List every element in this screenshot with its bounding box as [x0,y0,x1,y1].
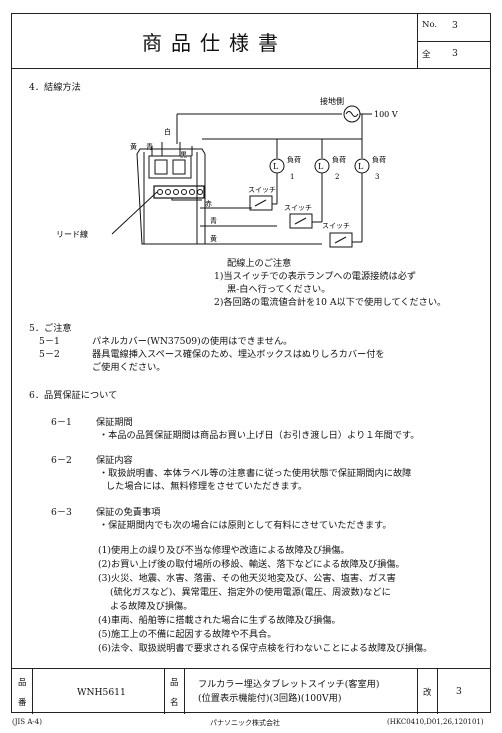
wire-red-label: 赤 [205,200,212,208]
switch2-icon [289,213,313,229]
load2-num: 2 [335,173,339,181]
item-6-1-title: 保証期間 [96,417,133,428]
exemption-3-cont-1: (硫化ガスなど)、異常電圧、指定外の使用電源(電圧、周波数)などに [110,587,391,598]
header-bottom-line [12,68,490,69]
wire-yellow2-label: 黄 [210,234,217,243]
hinmei-label-2: 名 [170,698,179,708]
switch3-icon [329,232,353,248]
wire-blue2-label: 青 [210,216,217,225]
total-value: 3 [452,48,458,59]
product-number: WNH5611 [77,687,126,698]
wiring-note-2: 2)各回路の電流値合計を10 A以下で使用してください。 [214,297,447,308]
lamp-symbol-3: L [358,162,364,171]
item-6-3-body: ・保証期間内でも次の場合には原則として有料にさせていただきます。 [99,520,392,531]
load3-num: 3 [375,173,379,181]
wire-yellow-label: 黄 [130,142,137,151]
item-6-2-body-1: ・取扱説明書、本体ラベル等の注意書に従った使用状態で保証期間内に故障 [99,468,412,479]
bottom-table-top-line [12,668,490,669]
load3-label: 負荷 [372,155,386,164]
switch2-label: スイッチ [284,204,312,212]
load1-label: 負荷 [287,155,301,164]
switch1-label: スイッチ [248,186,276,194]
section6-heading: 6．品質保証について [29,390,118,401]
wiring-note-1: 1)当スイッチでの表示ランプへの電源接続は必ず [214,271,417,282]
bottom-divider-3 [184,668,185,714]
hinban-label-2: 番 [18,698,27,708]
wiring-notes-title: 配線上のご注意 [227,258,292,269]
hinban-label-1: 品 [18,678,27,688]
item-6-2-body-2: した場合には、無料修理をさせていただきます。 [106,481,308,492]
item-5-2-number: 5－2 [39,349,60,360]
wire-blue-label: 青 [146,142,153,151]
wiring-note-1b: 黒-白へ行ってください。 [227,284,331,295]
voltage-label: 100 V [374,110,398,119]
no-label: No. [422,20,438,30]
switch1-icon [249,195,273,211]
exemption-4: (4)車両、船舶等に搭載された場合に生ずる故障及び損傷。 [98,615,341,626]
wire-white-label: 白 [164,127,171,136]
bottom-divider-1 [32,668,33,714]
exemption-5: (5)施工上の不備に起因する故障や不具合。 [98,629,277,640]
product-name-line-1: フルカラー埋込タブレットスイッチ(客室用) [198,679,380,690]
item-6-1-number: 6－1 [51,417,72,428]
wiring-diagram: 接地側 100 V 黄 青 白 黒 [56,96,398,248]
revision-value: 3 [456,686,462,697]
exemption-2: (2)お買い上げ後の取付場所の移設、輸送、落下などによる故障及び損傷。 [98,559,405,570]
product-name-line-2: (位置表示機能付)(3回路)(100V用) [198,693,342,704]
bottom-divider-2 [164,668,165,714]
load2-label: 負荷 [332,155,346,164]
bottom-divider-4 [417,668,418,714]
ground-label: 接地側 [320,96,344,106]
no-value: 3 [452,20,458,31]
document-frame: 商品仕様書 No. 3 全 3 4．結線方法 接地側 100 V 黄 青 白 黒 [11,13,491,714]
item-6-1-body: ・本品の品質保証期間は商品お買い上げ日（お引き渡し日）より１年間です。 [99,430,420,441]
total-label: 全 [422,50,431,60]
section4-heading: 4．結線方法 [29,82,81,93]
bottom-divider-5 [437,668,438,714]
wire-black-label: 黒 [180,151,187,159]
footer-doc-code: (HKC0410,D01,26,120101) [387,718,484,726]
item-6-2-number: 6－2 [51,455,72,466]
terminal-block [153,185,205,199]
hinmei-label-1: 品 [170,678,179,688]
item-5-2-text: 器具電線挿入スペース確保のため、埋込ボックスはぬりしろカバー付を [92,349,385,360]
footer-company: パナソニック株式会社 [210,719,280,727]
item-6-3-title: 保証の免責事項 [96,507,161,518]
lead-wire-label: リード線 [56,229,88,239]
lamp-symbol-1: L [273,162,279,171]
item-6-2-title: 保証内容 [96,455,133,466]
exemption-3: (3)火災、地震、水害、落雷、その他天災地変及び、公害、塩害、ガス害 [98,573,396,584]
item-6-3-number: 6－3 [51,507,72,518]
footer-paper-size: (JIS A-4) [12,718,42,726]
revision-label: 改 [423,688,432,698]
exemption-1: (1)使用上の誤り及び不当な修理や改造による故障及び損傷。 [98,545,350,556]
item-5-2-text-cont: ご使用ください。 [92,362,166,373]
section5-heading: 5．ご注意 [29,323,72,334]
header-split [417,41,490,42]
switch-body [136,148,206,245]
item-5-1-number: 5－1 [39,336,60,347]
item-5-1-text: パネルカバー(WN37509)の使用はできません。 [92,336,293,347]
exemption-6: (6)法令、取扱説明書で要求される保守点検を行わないことによる故障及び損傷。 [98,643,433,654]
page-title: 商品仕様書 [142,31,287,55]
load1-num: 1 [290,173,294,181]
exemption-3-cont-2: よる故障及び損傷。 [110,601,193,612]
lamp-symbol-2: L [318,162,324,171]
switch3-label: スイッチ [322,222,350,230]
